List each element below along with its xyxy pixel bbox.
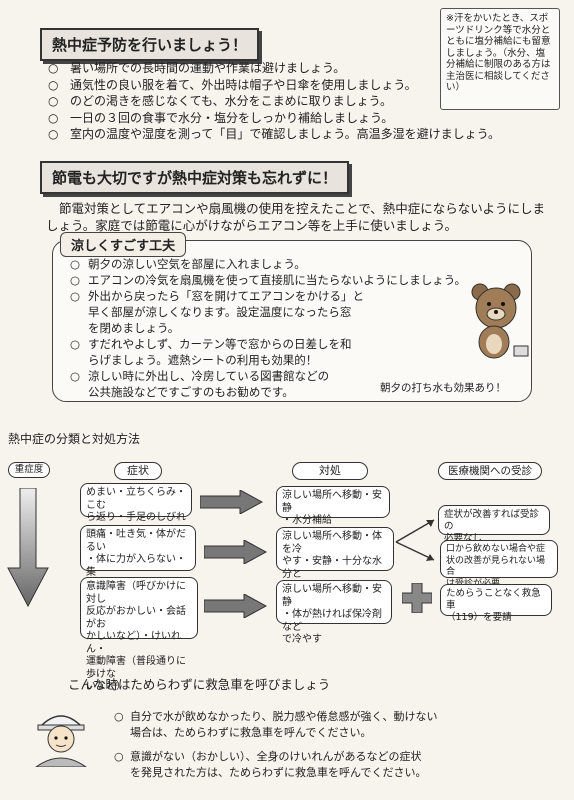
list-item: ○すだれやよしず、カーテン等で窓からの日差しを和 らげましょう。遮熱シートの利用… <box>70 337 352 367</box>
bear-illustration <box>471 283 529 359</box>
arrow-right-icon <box>200 490 264 514</box>
symptom-mild: めまい・立ちくらみ・こむ ら返り・手足のしびれ <box>80 483 192 523</box>
list-item: ○エアコンの冷気を扇風機を使って直接肌に当たらないようにしましょう。 <box>70 273 467 287</box>
severity-arrow <box>7 488 49 608</box>
cool-tips-box <box>52 240 532 402</box>
symptom-moderate: 頭痛・吐き気・体がだるい ・体に力が入らない・集 中力や判断力の低下 <box>80 525 196 590</box>
list-item: ○涼しい時に外出し、冷房している図書館などの 公共施設などですごすのもお勧めです… <box>70 369 330 399</box>
column-header-medical: 医療機関への受診 <box>438 462 542 480</box>
rescuer-illustration <box>35 715 87 767</box>
cool-tips-title: 涼しくすごす工夫 <box>60 232 187 257</box>
list-item: ○朝夕の涼しい空気を部屋に入れましょう。 <box>70 257 306 271</box>
section2-intro: 節電対策としてエアコンや扇風機の使用を控えたことで、熱中症にならないようにしまし… <box>46 201 546 233</box>
arrow-right-icon <box>204 594 268 618</box>
water-caption: 朝夕の打ち水も効果あり！ <box>380 382 506 394</box>
treatment-mild: 涼しい場所へ移動・安静 ・水分補給 <box>276 486 390 526</box>
ambulance-list: ○自分で水が飲めなかったり、脱力感や倦怠感が強く、動けない 場合は、ためらわずに… <box>114 709 438 781</box>
medical-none: 症状が改善すれば受診の 必要なし <box>438 505 550 544</box>
list-item: ○暑い場所での長時間の運動や作業は避けましょう。 <box>48 61 346 75</box>
hydration-note: ※汗をかいたとき、スポーツドリンク等で水分とともに塩分補給にも留意しましょう。（… <box>440 8 560 110</box>
medical-needed: 口から飲めない場合や症 状の改善が見られない場合 は受診が必要 <box>440 540 558 589</box>
list-item: ○意識がない（おかしい）、全身のけいれんがあるなどの症状 を発見された方は、ため… <box>114 750 427 779</box>
list-item: ○のどの渇きを感じなくても、水分をこまめに取りましょう。 <box>48 94 392 108</box>
list-item: ○一日の３回の食事で水分・塩分をしっかり補給しましょう。 <box>48 110 394 125</box>
list-item: ○外出から戻ったら「窓を開けてエアコンをかける」と 早く部屋が涼しくなります。設… <box>70 289 364 335</box>
list-item: ○通気性の良い服を着て、外出時は帽子や日傘を使用しましょう。 <box>48 77 417 92</box>
list-item: ○自分で水が飲めなかったり、脱力感や倦怠感が強く、動けない 場合は、ためらわずに… <box>114 710 438 739</box>
symptom-severe: 意識障害（呼びかけに対し 反応がおかしい・会話がお かしいなど）・けいれん・ 運… <box>80 577 198 692</box>
severity-label: 重症度 <box>8 462 50 478</box>
column-header-treatment: 対処 <box>292 462 368 480</box>
section4-title: こんな時はためらわずに救急車を呼びましょう <box>68 677 331 692</box>
section1-title: 熱中症予防を行いましょう！ <box>40 28 260 61</box>
column-header-symptom: 症状 <box>114 462 162 480</box>
section2-title: 節電も大切ですが熱中症対策も忘れずに！ <box>40 161 350 194</box>
treatment-moderate: 涼しい場所へ移動・体を冷 やす・安静・十分な水分と 塩分の補給 <box>276 527 394 592</box>
cool-tips-list: ○朝夕の涼しい空気を部屋に入れましょう。 ○エアコンの冷気を扇風機を使って直接肌… <box>70 256 490 400</box>
treatment-severe: 涼しい場所へ移動・安静 ・体が熱ければ保冷剤など で冷やす <box>276 580 392 645</box>
section3-title: 熱中症の分類と対処方法 <box>8 432 141 446</box>
branch-arrows <box>395 519 435 561</box>
list-item: ○室内の温度や湿度を測って「目」で確認しましょう。高温多湿を避けましょう。 <box>48 127 500 141</box>
arrow-right-icon <box>204 540 268 564</box>
medical-ambulance: ためらうことなく救急車 （119）を要請 <box>440 584 552 623</box>
plus-icon <box>402 583 432 613</box>
prevention-list: ○暑い場所での長時間の運動や作業は避けましょう。 ○通気性の良い服を着て、外出時… <box>48 60 500 143</box>
